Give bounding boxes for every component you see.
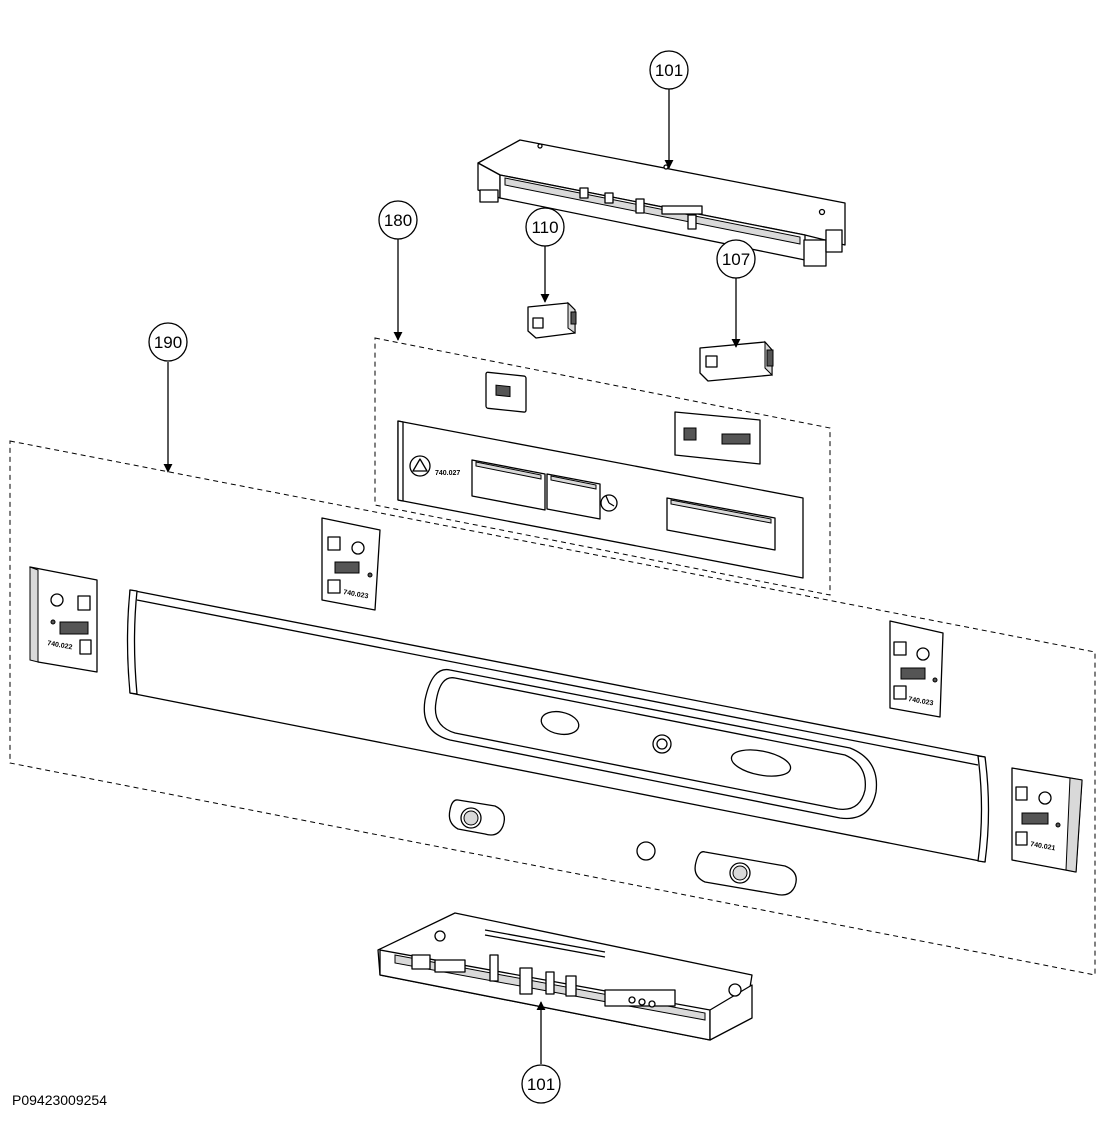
bottom-housing-part — [377, 912, 753, 1041]
knob-left — [448, 799, 506, 836]
assembly-180-outline — [374, 337, 831, 596]
display-panel-marking: 740.027 — [435, 470, 460, 477]
callout-190: 190 — [148, 322, 188, 362]
small-knob — [636, 841, 656, 861]
end-cap-left-outer-marking: 740.022 — [47, 640, 73, 651]
callout-top-101: 101 — [649, 50, 689, 90]
knob-right — [694, 851, 797, 896]
callout-bottom-101: 101 — [521, 1064, 561, 1104]
svg-text:107: 107 — [722, 250, 750, 269]
display-panel-part: 740.027 — [397, 420, 804, 579]
svg-text:101: 101 — [527, 1075, 555, 1094]
end-cap-left-outer: 740.022 — [29, 566, 98, 673]
small-bracket-right — [674, 411, 761, 465]
callout-110: 110 — [525, 207, 565, 247]
front-panel-part — [126, 589, 990, 863]
callout-107: 107 — [716, 239, 756, 279]
svg-text:180: 180 — [384, 211, 412, 230]
svg-text:110: 110 — [531, 218, 558, 237]
end-cap-right-outer: 740.021 — [1011, 767, 1083, 873]
end-cap-right-inner-marking: 740.023 — [908, 696, 934, 707]
figure-id: P09423009254 — [12, 1092, 107, 1108]
top-housing-part — [477, 139, 846, 267]
end-cap-left-inner-marking: 740.023 — [343, 589, 369, 600]
switch-107-part — [699, 340, 774, 382]
end-cap-left-inner: 740.023 — [321, 517, 381, 611]
switch-110-part — [527, 301, 577, 339]
small-bracket-left — [485, 371, 527, 413]
svg-text:190: 190 — [154, 333, 182, 352]
end-cap-right-outer-marking: 740.021 — [1030, 841, 1056, 852]
svg-text:101: 101 — [655, 61, 683, 80]
assembly-190-outline — [9, 440, 1096, 976]
callout-180: 180 — [378, 200, 418, 240]
end-cap-right-inner: 740.023 — [889, 620, 944, 718]
